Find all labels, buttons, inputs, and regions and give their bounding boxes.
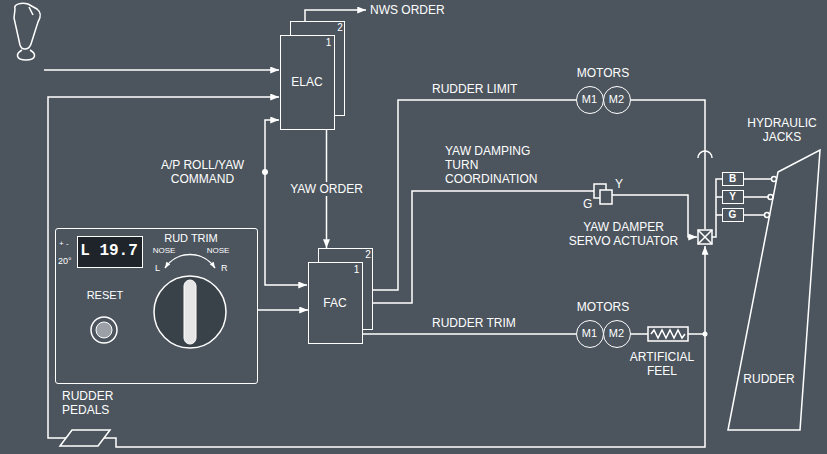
mechanical-linkage — [712, 179, 722, 237]
motor-name: M1 — [577, 327, 602, 340]
direction-label: NOSE — [204, 246, 232, 256]
display-readout: L 19.7 — [78, 242, 141, 260]
spring-symbol — [651, 330, 685, 338]
rudder-surface: RUDDER — [728, 150, 820, 430]
hydraulic-jack: B — [722, 172, 744, 186]
mechanical-linkage — [104, 246, 705, 447]
component-label: RUDDER — [738, 372, 800, 386]
motor-group-label: MOTORS — [573, 300, 633, 314]
motor-name: M1 — [577, 93, 602, 106]
hydraulic-system-letter: G — [583, 197, 592, 211]
component-label: YAW DAMPER SERVO ACTUATOR — [566, 220, 681, 248]
motor-symbol: M1 — [576, 320, 604, 348]
sidestick-icon — [14, 3, 40, 49]
unit-number: 1 — [351, 264, 362, 276]
summing-box — [698, 230, 712, 244]
signal-label: YAW DAMPING TURN COORDINATION — [445, 144, 550, 186]
hydraulic-system-letter: Y — [723, 191, 742, 202]
signal-wire — [44, 69, 279, 71]
motor-group-label: MOTORS — [573, 66, 633, 80]
signal-label: RUDDER TRIM — [430, 316, 518, 330]
trim-knob — [154, 276, 226, 348]
signal-connector — [363, 333, 576, 335]
motor-name: M2 — [604, 93, 629, 106]
artificial-feel-unit — [648, 327, 688, 341]
hydraulic-system-letter: B — [723, 173, 742, 184]
signal-label: RUDDER LIMIT — [430, 82, 519, 96]
motor-symbol: M2 — [603, 86, 631, 114]
rudder-pedal-icon — [60, 430, 110, 446]
signal-label: NWS ORDER — [370, 3, 445, 17]
sidestick-icon — [29, 7, 33, 15]
rudder-outline — [728, 150, 820, 430]
mechanical-linkage — [631, 100, 705, 229]
fac-unit-box: 1FAC — [308, 262, 363, 344]
motor-name: M2 — [604, 327, 629, 340]
panel-title: RUD TRIM — [151, 232, 231, 244]
unit-number: 2 — [363, 249, 373, 261]
summing-box — [698, 230, 712, 244]
direction-arc — [165, 255, 215, 268]
signal-label: YAW ORDER — [288, 182, 365, 196]
signal-wire — [305, 10, 366, 21]
trim-position-display: L 19.7 — [77, 236, 143, 268]
rudder-outline — [728, 150, 820, 430]
hydraulic-system-letter: Y — [615, 177, 623, 191]
mechanical-linkage — [631, 333, 648, 335]
reset-button — [91, 317, 117, 343]
junction-dot — [703, 332, 708, 337]
sidestick-icon — [17, 50, 34, 60]
motor-symbol: M1 — [576, 86, 604, 114]
trim-knob-handle — [184, 280, 196, 344]
travel-limiter-symbol — [698, 151, 712, 158]
signal-connector — [363, 100, 576, 290]
signal-connector — [258, 309, 308, 311]
reset-button — [96, 322, 112, 338]
unit-name: ELAC — [281, 75, 333, 89]
direction-label: NOSE — [150, 246, 178, 256]
direction-label: R — [221, 263, 228, 273]
unit-number: 2 — [335, 22, 345, 34]
signal-label: A/P ROLL/YAW COMMAND — [150, 158, 255, 186]
component-label: HYDRAULIC JACKS — [742, 116, 822, 144]
button-label: RESET — [80, 289, 130, 302]
hydraulic-jack: G — [722, 208, 744, 222]
servo-actuator — [600, 190, 612, 204]
direction-label: L — [155, 263, 160, 273]
signal-wire — [265, 120, 279, 172]
unit-number: 1 — [323, 37, 334, 49]
hydraulic-system-letter: G — [723, 209, 742, 220]
rudder-trim-panel: + - 20° RUD TRIM NOSE NOSE L R RESET L 19.7 — [55, 228, 258, 384]
signal-wire — [48, 97, 279, 438]
scale-mark: + - — [59, 239, 69, 249]
mechanical-linkage — [688, 333, 705, 335]
scale-mark: 20° — [58, 256, 72, 267]
hydraulic-jack: Y — [722, 190, 744, 204]
component-label: RUDDER PEDALS — [62, 389, 122, 417]
component-label: ARTIFICIAL FEEL — [622, 350, 702, 378]
unit-name: FAC — [309, 296, 361, 310]
motor-symbol: M2 — [603, 320, 631, 348]
elac-unit-box: 1ELAC — [280, 35, 335, 130]
